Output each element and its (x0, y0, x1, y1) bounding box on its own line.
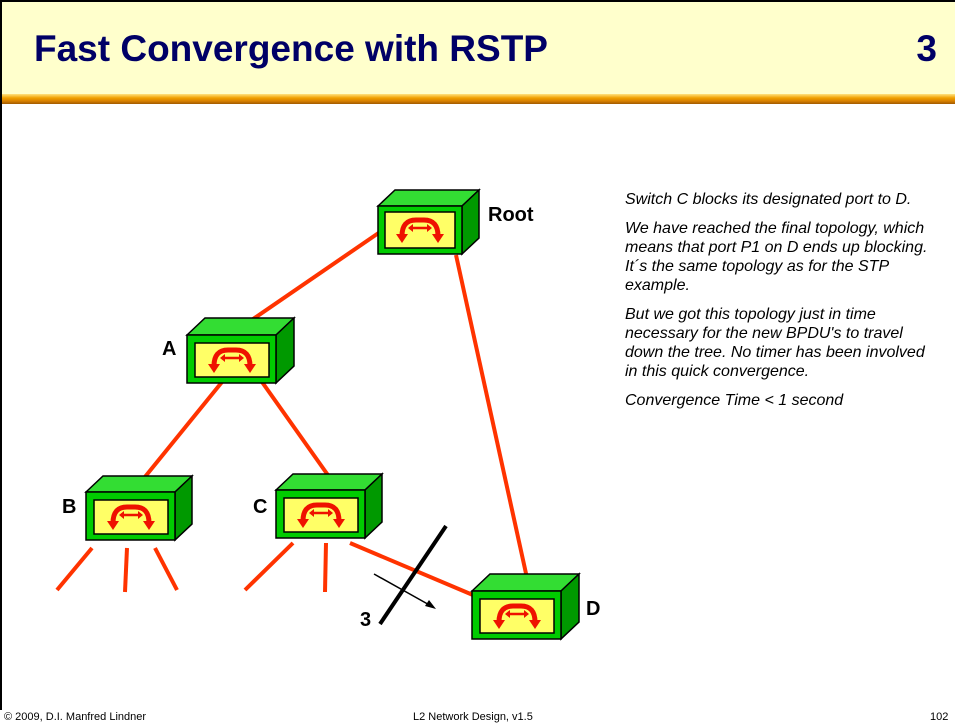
footer-copyright: © 2009, D.I. Manfred Lindner (4, 711, 147, 723)
title-bar (2, 2, 955, 94)
switch-b (84, 474, 194, 542)
switch-a (185, 316, 296, 385)
slide-number: 3 (916, 28, 937, 69)
blocking-slash (378, 524, 448, 626)
link-c-down-1 (243, 541, 295, 592)
switch-root (376, 188, 481, 256)
network-diagram: Root A B C D 3 (55, 188, 600, 641)
links (55, 230, 529, 600)
link-a-b (138, 380, 224, 485)
link-b-down-2 (123, 547, 129, 593)
switch-d (470, 572, 581, 641)
bpdu-direction-arrow (373, 573, 434, 608)
slide-title: Fast Convergence with RSTP (34, 28, 548, 69)
explanation-paragraph: Switch C blocks its designated port to D… (625, 191, 912, 208)
node-label-b: B (62, 496, 76, 518)
node-label-d: D (586, 598, 600, 620)
explanation-paragraph: We have reached the final topology, whic… (625, 220, 928, 294)
switch-c (274, 472, 384, 540)
bpdu-direction-arrowhead (425, 600, 436, 609)
blocked-link-label: 3 (360, 609, 371, 631)
frame-left (0, 0, 2, 710)
footer-page-number: 102 (930, 711, 949, 723)
link-b-down-1 (55, 546, 94, 592)
link-root-a (238, 230, 382, 330)
title-underline-band (2, 94, 955, 104)
explanation-paragraph: Convergence Time < 1 second (625, 392, 844, 409)
frame-top (0, 0, 955, 2)
link-b-down-3 (153, 547, 179, 591)
link-root-d (454, 254, 529, 579)
node-label-a: A (162, 338, 176, 360)
blocked-link-marker (373, 524, 448, 626)
footer-course: L2 Network Design, v1.5 (413, 711, 533, 723)
node-label-root: Root (488, 204, 534, 226)
explanation-text: Switch C blocks its designated port to D… (625, 190, 935, 420)
node-label-c: C (253, 496, 267, 518)
explanation-paragraph: But we got this topology just in time ne… (625, 306, 925, 380)
link-a-c (260, 380, 332, 480)
link-c-down-2 (323, 542, 328, 593)
